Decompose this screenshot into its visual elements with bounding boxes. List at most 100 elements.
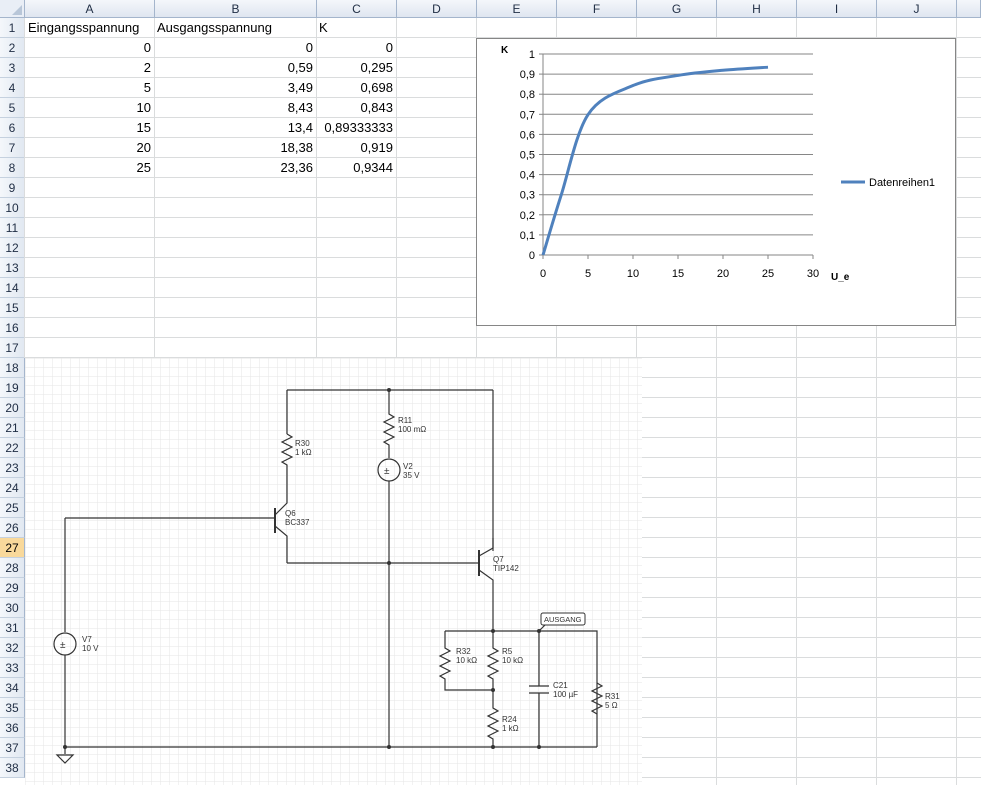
row-header-20[interactable]: 20: [0, 398, 25, 418]
row-header-16[interactable]: 16: [0, 318, 25, 338]
column-header-e[interactable]: E: [477, 0, 557, 18]
cell-a4[interactable]: 5: [25, 78, 151, 98]
y-tick-label: 0,2: [520, 210, 535, 222]
legend-label: Datenreihen1: [869, 177, 935, 189]
row-header-29[interactable]: 29: [0, 578, 25, 598]
cell-c6[interactable]: 0,89333333: [317, 118, 393, 138]
cell-b6[interactable]: 13,4: [155, 118, 313, 138]
grid-line: [396, 18, 397, 358]
y-tick-label: 0,9: [520, 69, 535, 81]
row-header-5[interactable]: 5: [0, 98, 25, 118]
cell-b5[interactable]: 8,43: [155, 98, 313, 118]
y-tick-label: 1: [529, 49, 535, 61]
row-header-9[interactable]: 9: [0, 178, 25, 198]
row-header-27[interactable]: 27: [0, 538, 25, 558]
cell-a7[interactable]: 20: [25, 138, 151, 158]
row-header-14[interactable]: 14: [0, 278, 25, 298]
cell-b7[interactable]: 18,38: [155, 138, 313, 158]
cell-c2[interactable]: 0: [317, 38, 393, 58]
grid-line: [642, 497, 981, 498]
row-header-19[interactable]: 19: [0, 378, 25, 398]
value-c21: 100 µF: [553, 690, 578, 699]
label-r30: R30: [295, 439, 310, 448]
column-header-f[interactable]: F: [557, 0, 637, 18]
cell-c7[interactable]: 0,919: [317, 138, 393, 158]
row-header-3[interactable]: 3: [0, 58, 25, 78]
row-header-15[interactable]: 15: [0, 298, 25, 318]
column-header-i[interactable]: I: [797, 0, 877, 18]
cell-c3[interactable]: 0,295: [317, 58, 393, 78]
column-header-partial[interactable]: [957, 0, 981, 18]
row-header-4[interactable]: 4: [0, 78, 25, 98]
cell-b1[interactable]: Ausgangsspannung: [157, 18, 272, 38]
row-header-13[interactable]: 13: [0, 258, 25, 278]
y-tick-label: 0,1: [520, 230, 535, 242]
output-label: AUSGANG: [544, 615, 582, 624]
row-header-8[interactable]: 8: [0, 158, 25, 178]
row-header-17[interactable]: 17: [0, 338, 25, 358]
row-header-36[interactable]: 36: [0, 718, 25, 738]
cell-c1[interactable]: K: [319, 18, 328, 38]
row-header-22[interactable]: 22: [0, 438, 25, 458]
row-header-32[interactable]: 32: [0, 638, 25, 658]
cell-a3[interactable]: 2: [25, 58, 151, 78]
value-r30: 1 kΩ: [295, 448, 312, 457]
row-header-24[interactable]: 24: [0, 478, 25, 498]
row-header-34[interactable]: 34: [0, 678, 25, 698]
grid-line: [642, 557, 981, 558]
row-header-33[interactable]: 33: [0, 658, 25, 678]
column-header-j[interactable]: J: [877, 0, 957, 18]
y-tick-label: 0,4: [520, 170, 535, 182]
column-header-a[interactable]: A: [25, 0, 155, 18]
row-header-38[interactable]: 38: [0, 758, 25, 778]
grid-line: [642, 457, 981, 458]
select-all-corner[interactable]: [0, 0, 25, 18]
row-header-23[interactable]: 23: [0, 458, 25, 478]
row-header-28[interactable]: 28: [0, 558, 25, 578]
cell-b8[interactable]: 23,36: [155, 158, 313, 178]
row-header-10[interactable]: 10: [0, 198, 25, 218]
row-header-6[interactable]: 6: [0, 118, 25, 138]
grid-line: [642, 537, 981, 538]
row-header-26[interactable]: 26: [0, 518, 25, 538]
cell-b2[interactable]: 0: [155, 38, 313, 58]
row-header-37[interactable]: 37: [0, 738, 25, 758]
value-r24: 1 kΩ: [502, 724, 519, 733]
column-header-b[interactable]: B: [155, 0, 317, 18]
row-header-1[interactable]: 1: [0, 18, 25, 38]
value-v2: 35 V: [403, 471, 420, 480]
cell-b4[interactable]: 3,49: [155, 78, 313, 98]
column-header-d[interactable]: D: [397, 0, 477, 18]
grid-line: [642, 417, 981, 418]
value-r5: 10 kΩ: [502, 656, 523, 665]
label-r32: R32: [456, 647, 471, 656]
cell-a2[interactable]: 0: [25, 38, 151, 58]
row-header-12[interactable]: 12: [0, 238, 25, 258]
x-tick-label: 30: [807, 268, 819, 280]
row-header-2[interactable]: 2: [0, 38, 25, 58]
circuit-schematic-image[interactable]: ± ± R11 100 mΩ V2 35 V R30 1 kΩ Q6 BC337…: [25, 358, 642, 785]
cell-a1[interactable]: Eingangsspannung: [28, 18, 139, 38]
y-axis-title: K: [501, 45, 509, 56]
row-header-7[interactable]: 7: [0, 138, 25, 158]
row-header-30[interactable]: 30: [0, 598, 25, 618]
column-header-g[interactable]: G: [637, 0, 717, 18]
cell-c4[interactable]: 0,698: [317, 78, 393, 98]
row-header-25[interactable]: 25: [0, 498, 25, 518]
row-header-11[interactable]: 11: [0, 218, 25, 238]
column-header-c[interactable]: C: [317, 0, 397, 18]
row-header-21[interactable]: 21: [0, 418, 25, 438]
cell-c5[interactable]: 0,843: [317, 98, 393, 118]
row-header-35[interactable]: 35: [0, 698, 25, 718]
value-r11: 100 mΩ: [398, 425, 426, 434]
cell-a5[interactable]: 10: [25, 98, 151, 118]
row-header-31[interactable]: 31: [0, 618, 25, 638]
column-header-h[interactable]: H: [717, 0, 797, 18]
cell-b3[interactable]: 0,59: [155, 58, 313, 78]
x-tick-label: 5: [585, 268, 591, 280]
cell-a8[interactable]: 25: [25, 158, 151, 178]
cell-a6[interactable]: 15: [25, 118, 151, 138]
row-header-18[interactable]: 18: [0, 358, 25, 378]
cell-c8[interactable]: 0,9344: [317, 158, 393, 178]
